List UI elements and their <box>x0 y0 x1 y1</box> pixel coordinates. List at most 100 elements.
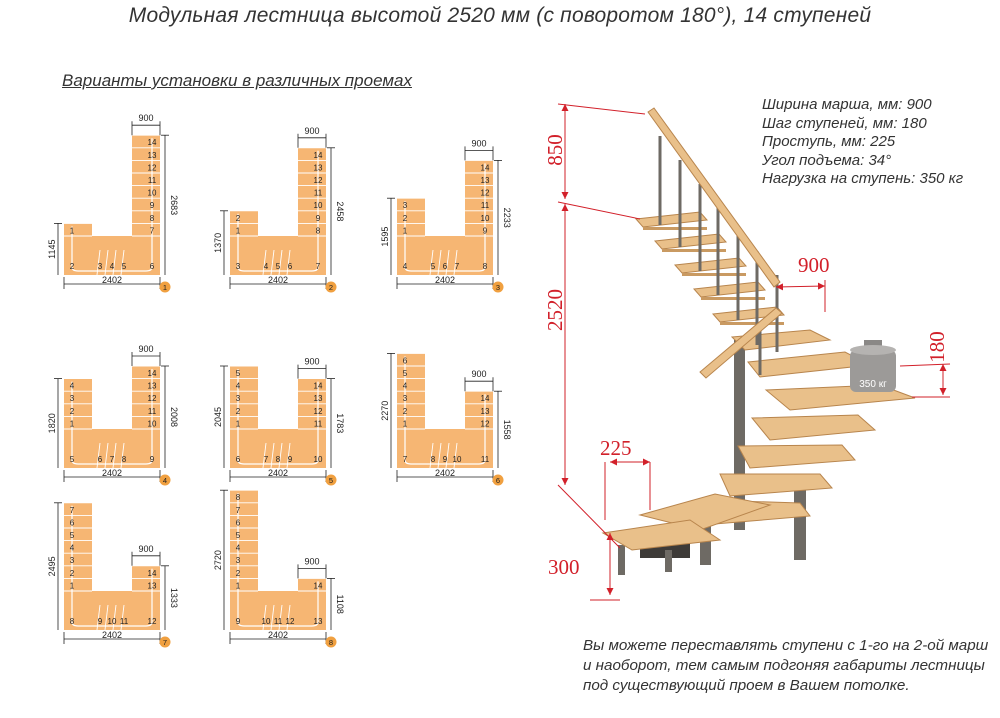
svg-text:9: 9 <box>150 455 155 464</box>
svg-text:6: 6 <box>70 518 75 527</box>
svg-text:1145: 1145 <box>47 240 57 259</box>
svg-text:10: 10 <box>262 617 271 626</box>
svg-text:7: 7 <box>403 455 408 464</box>
svg-text:12: 12 <box>286 617 295 626</box>
svg-text:8: 8 <box>236 493 241 502</box>
svg-text:1: 1 <box>70 581 75 590</box>
svg-text:4: 4 <box>236 544 241 553</box>
svg-text:9: 9 <box>288 455 293 464</box>
stair-specs: Ширина марша, мм: 900 Шаг ступеней, мм: … <box>762 96 963 189</box>
weight-label: 350 кг <box>859 379 887 390</box>
svg-text:6: 6 <box>443 262 448 271</box>
svg-text:10: 10 <box>148 189 157 198</box>
svg-text:1370: 1370 <box>213 233 223 253</box>
svg-text:13: 13 <box>314 394 323 403</box>
svg-text:3: 3 <box>403 394 408 403</box>
stair-treads <box>601 211 916 551</box>
svg-text:9: 9 <box>150 201 155 210</box>
svg-text:2402: 2402 <box>268 275 288 285</box>
svg-text:1: 1 <box>236 581 241 590</box>
svg-text:2: 2 <box>403 407 408 416</box>
svg-text:5: 5 <box>236 531 241 540</box>
svg-text:2: 2 <box>329 283 333 292</box>
svg-text:13: 13 <box>148 382 157 391</box>
svg-text:13: 13 <box>148 151 157 160</box>
dimension-lines <box>557 103 951 601</box>
svg-text:2: 2 <box>70 262 75 271</box>
svg-text:8: 8 <box>329 638 333 647</box>
rearrange-note: Вы можете переставлять ступени с 1-го на… <box>583 637 989 694</box>
svg-text:9: 9 <box>98 617 103 626</box>
svg-text:12: 12 <box>148 163 157 172</box>
svg-text:13: 13 <box>481 407 490 416</box>
svg-text:4: 4 <box>403 262 408 271</box>
svg-text:900: 900 <box>471 369 486 379</box>
svg-text:13: 13 <box>314 163 323 172</box>
svg-text:2720: 2720 <box>213 550 223 570</box>
svg-text:6: 6 <box>150 262 155 271</box>
svg-text:4: 4 <box>70 382 75 391</box>
svg-text:1: 1 <box>236 419 241 428</box>
svg-text:4: 4 <box>264 262 269 271</box>
svg-text:2045: 2045 <box>213 407 223 427</box>
svg-text:3: 3 <box>236 262 241 271</box>
svg-text:8: 8 <box>431 455 436 464</box>
svg-text:4: 4 <box>163 476 167 485</box>
svg-text:7: 7 <box>236 506 241 515</box>
spec-tread: Проступь, мм: 225 <box>762 133 896 150</box>
svg-text:3: 3 <box>236 394 241 403</box>
svg-text:11: 11 <box>148 176 157 185</box>
svg-text:1595: 1595 <box>380 227 390 247</box>
svg-text:10: 10 <box>453 455 462 464</box>
spec-step-load: Нагрузка на ступень: 350 кг <box>762 170 964 187</box>
svg-text:2683: 2683 <box>169 195 179 215</box>
svg-text:9: 9 <box>443 455 448 464</box>
svg-text:2: 2 <box>236 569 241 578</box>
svg-text:5: 5 <box>403 369 408 378</box>
svg-text:2402: 2402 <box>102 468 122 478</box>
svg-text:1: 1 <box>403 226 408 235</box>
svg-text:12: 12 <box>314 407 323 416</box>
svg-text:14: 14 <box>481 163 490 172</box>
variants-subtitle: Варианты установки в различных проемах <box>62 71 412 90</box>
svg-text:11: 11 <box>314 419 323 428</box>
dim-900: 900 <box>798 253 830 277</box>
svg-text:5: 5 <box>329 476 333 485</box>
svg-text:2458: 2458 <box>335 201 345 221</box>
svg-text:2402: 2402 <box>102 275 122 285</box>
dim-225: 225 <box>600 436 632 460</box>
svg-text:900: 900 <box>304 556 319 566</box>
svg-text:1333: 1333 <box>169 588 179 608</box>
svg-text:13: 13 <box>314 617 323 626</box>
svg-text:2402: 2402 <box>435 468 455 478</box>
svg-text:900: 900 <box>304 126 319 136</box>
svg-text:3: 3 <box>496 283 500 292</box>
svg-text:2: 2 <box>70 569 75 578</box>
svg-text:2: 2 <box>236 407 241 416</box>
svg-text:3: 3 <box>70 394 75 403</box>
svg-text:2: 2 <box>403 214 408 223</box>
svg-text:2: 2 <box>70 407 75 416</box>
page-title: Модульная лестница высотой 2520 мм (с по… <box>128 4 872 27</box>
svg-text:10: 10 <box>314 455 323 464</box>
svg-text:6: 6 <box>288 262 293 271</box>
svg-text:3: 3 <box>403 201 408 210</box>
svg-text:1: 1 <box>70 226 75 235</box>
svg-text:12: 12 <box>148 394 157 403</box>
svg-text:10: 10 <box>481 214 490 223</box>
dim-850: 850 <box>543 134 567 166</box>
svg-text:1: 1 <box>163 283 167 292</box>
svg-text:14: 14 <box>148 138 157 147</box>
svg-text:12: 12 <box>148 617 157 626</box>
svg-text:8: 8 <box>70 617 75 626</box>
svg-text:900: 900 <box>304 357 319 367</box>
svg-text:6: 6 <box>403 356 408 365</box>
svg-text:11: 11 <box>120 617 129 626</box>
handrail <box>647 107 783 379</box>
dim-180: 180 <box>925 331 949 363</box>
svg-text:1: 1 <box>70 419 75 428</box>
